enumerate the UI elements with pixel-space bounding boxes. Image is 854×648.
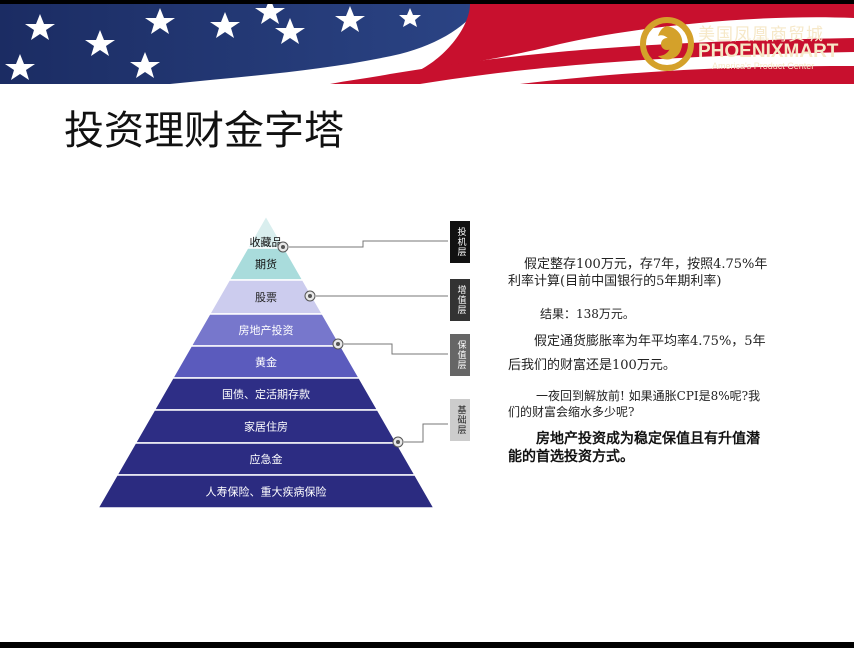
logo-chinese-name: 美国凤凰商贸城 bbox=[698, 25, 824, 45]
pyramid-tier-label-6: 家居住房 bbox=[244, 420, 288, 434]
bottom-border bbox=[0, 642, 854, 648]
pyramid-tier-label-7: 应急金 bbox=[250, 452, 283, 466]
paragraph-conclusion: 房地产投资成为稳定保值且有升值潜能的首选投资方式。 bbox=[508, 431, 760, 465]
top-border bbox=[0, 0, 854, 4]
pyramid-tier-label-5: 国债、定活期存款 bbox=[222, 387, 310, 401]
layer-label-0: 投机层 bbox=[450, 221, 470, 263]
flag-banner: 美国凤凰商贸城 PHOENIXMART America's Product Ce… bbox=[0, 4, 854, 84]
pyramid-tier-8 bbox=[96, 474, 436, 509]
layer-label-1: 增值层 bbox=[450, 279, 470, 321]
phoenix-logo-icon bbox=[640, 17, 694, 71]
layer-label-3: 基础层 bbox=[450, 399, 470, 441]
pyramid-tier-label-1: 期货 bbox=[255, 257, 277, 271]
paragraph-cpi: 一夜回到解放前! 如果通胀CPI是8%呢?我们的财富会缩水多少呢? bbox=[508, 389, 761, 419]
connector-line-3 bbox=[404, 423, 448, 443]
pyramid-tier-label-2: 股票 bbox=[255, 291, 277, 304]
connector-dot-center-2 bbox=[336, 342, 340, 346]
layer-label-2: 保值层 bbox=[450, 334, 470, 376]
paragraph-savings: 假定整存100万元，存7年，按照4.75%年利率计算(目前中国银行的5年期利率) bbox=[508, 257, 768, 289]
logo-english-name: PHOENIXMART bbox=[698, 41, 839, 62]
connector-dot-center-1 bbox=[308, 294, 312, 298]
pyramid-tier-label-4: 黄金 bbox=[255, 355, 277, 369]
connector-dot-center-3 bbox=[396, 440, 400, 444]
pyramid-tier-label-3: 房地产投资 bbox=[239, 323, 294, 337]
phoenixmart-logo: 美国凤凰商贸城 PHOENIXMART America's Product Ce… bbox=[640, 16, 840, 76]
connector-dot-center-0 bbox=[281, 245, 285, 249]
page-title: 投资理财金字塔 bbox=[64, 108, 344, 154]
connector-line-0 bbox=[289, 240, 448, 248]
paragraph-inflation: 假定通货膨胀率为年平均率4.75%，5年后我们的财富还是100万元。 bbox=[508, 334, 766, 373]
connector-line-2 bbox=[344, 343, 448, 355]
us-flag-image bbox=[0, 4, 854, 84]
logo-tagline: America's Product Center bbox=[712, 61, 815, 71]
pyramid-tier-label-0: 收藏品 bbox=[250, 235, 283, 249]
paragraph-result: 结果：138万元。 bbox=[540, 307, 635, 321]
pyramid-tier-label-8: 人寿保险、重大疾病保险 bbox=[206, 485, 327, 499]
